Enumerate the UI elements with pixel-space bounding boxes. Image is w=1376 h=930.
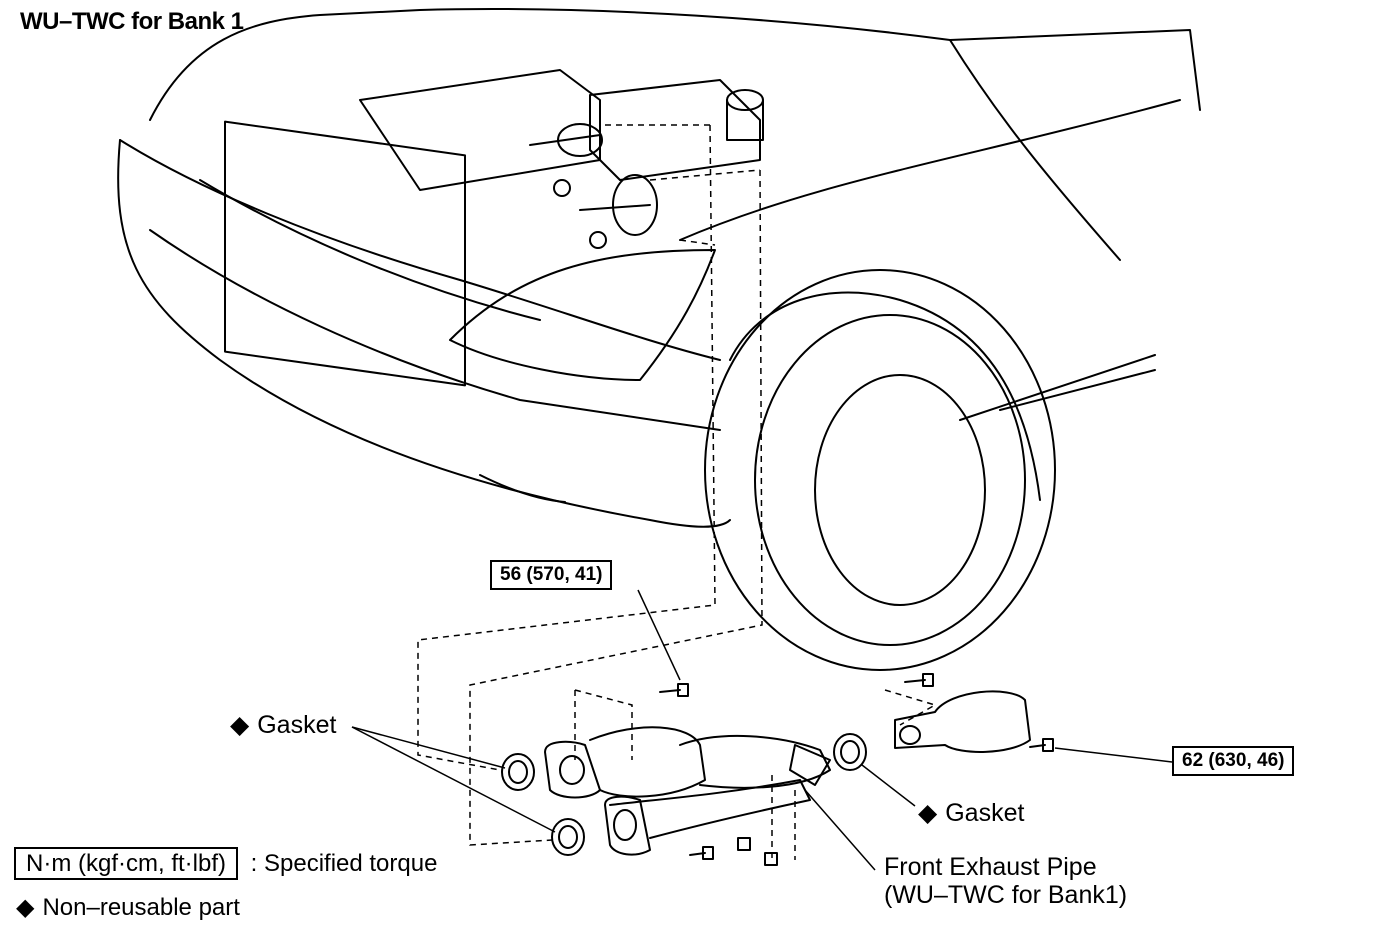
pipe-flange-right: [790, 745, 830, 785]
gasket-ring-2: [552, 819, 584, 855]
diamond-icon: ◆: [16, 894, 35, 921]
radiator-cap: [727, 90, 763, 110]
nut-lower-2: [765, 853, 777, 865]
pipe-middle: [680, 736, 830, 788]
gasket-label-right: ◆Gasket: [918, 798, 1024, 828]
converter-body: [590, 727, 705, 796]
front-pipe-line1: Front Exhaust Pipe: [884, 853, 1097, 881]
bumper-lower: [150, 230, 720, 430]
wheel-arch: [730, 293, 1040, 501]
nut-1: [554, 180, 570, 196]
bumper-crease: [200, 180, 540, 320]
nut-2: [590, 232, 606, 248]
gasket-right-text: Gasket: [945, 799, 1025, 827]
tire-inner: [755, 315, 1025, 645]
diamond-icon: ◆: [918, 799, 938, 827]
diamond-icon: ◆: [230, 711, 250, 739]
wheel-rim: [815, 375, 985, 605]
bumper-slot: [480, 475, 565, 502]
bumper-top: [120, 140, 720, 360]
hood-outline: [150, 9, 1200, 120]
legend-non-reusable: ◆ Non–reusable part: [16, 893, 240, 922]
pipe-lower-branch: [610, 780, 810, 838]
manifold-pipe-1: [530, 135, 600, 145]
manifold-pipe-2: [580, 205, 650, 210]
legend-units-box: N·m (kgf·cm, ft·lbf): [14, 847, 238, 880]
rocker: [960, 355, 1155, 420]
legend-non-reusable-text: Non–reusable part: [42, 894, 240, 921]
pipe-flange-lower: [605, 797, 650, 855]
gasket-label-left: ◆Gasket: [230, 710, 336, 740]
air-cleaner: [590, 80, 760, 180]
bumper-front: [118, 140, 730, 527]
legend-torque: N·m (kgf·cm, ft·lbf) : Specified torque: [14, 847, 438, 880]
pipe-flange-left: [545, 742, 600, 798]
gasket-left-text: Gasket: [257, 711, 337, 739]
gasket-ring-1: [502, 754, 534, 790]
tire-outer: [705, 270, 1055, 670]
engine-block: [225, 122, 465, 386]
torque-spec-right: 62 (630, 46): [1172, 746, 1295, 776]
torque-spec-right-text: 62 (630, 46): [1182, 750, 1285, 771]
front-exhaust-pipe-label: Front Exhaust Pipe (WU–TWC for Bank1): [884, 853, 1127, 909]
torque-spec-upper-text: 56 (570, 41): [500, 564, 603, 585]
intake-box: [360, 70, 600, 190]
fender-line: [680, 100, 1180, 240]
bolt-upper: [660, 690, 680, 692]
gasket-ring-3: [834, 734, 866, 770]
headlight: [450, 250, 715, 380]
diagram-title: WU–TWC for Bank 1: [20, 8, 244, 35]
front-pipe-line2: (WU–TWC for Bank1): [884, 881, 1128, 909]
bolt-rear-upper: [905, 680, 925, 682]
rear-converter: [895, 691, 1030, 752]
torque-spec-upper: 56 (570, 41): [490, 560, 613, 590]
hood-rear-edge: [950, 40, 1120, 260]
legend-specified-torque: : Specified torque: [250, 850, 438, 877]
nut-lower-1: [738, 838, 750, 850]
